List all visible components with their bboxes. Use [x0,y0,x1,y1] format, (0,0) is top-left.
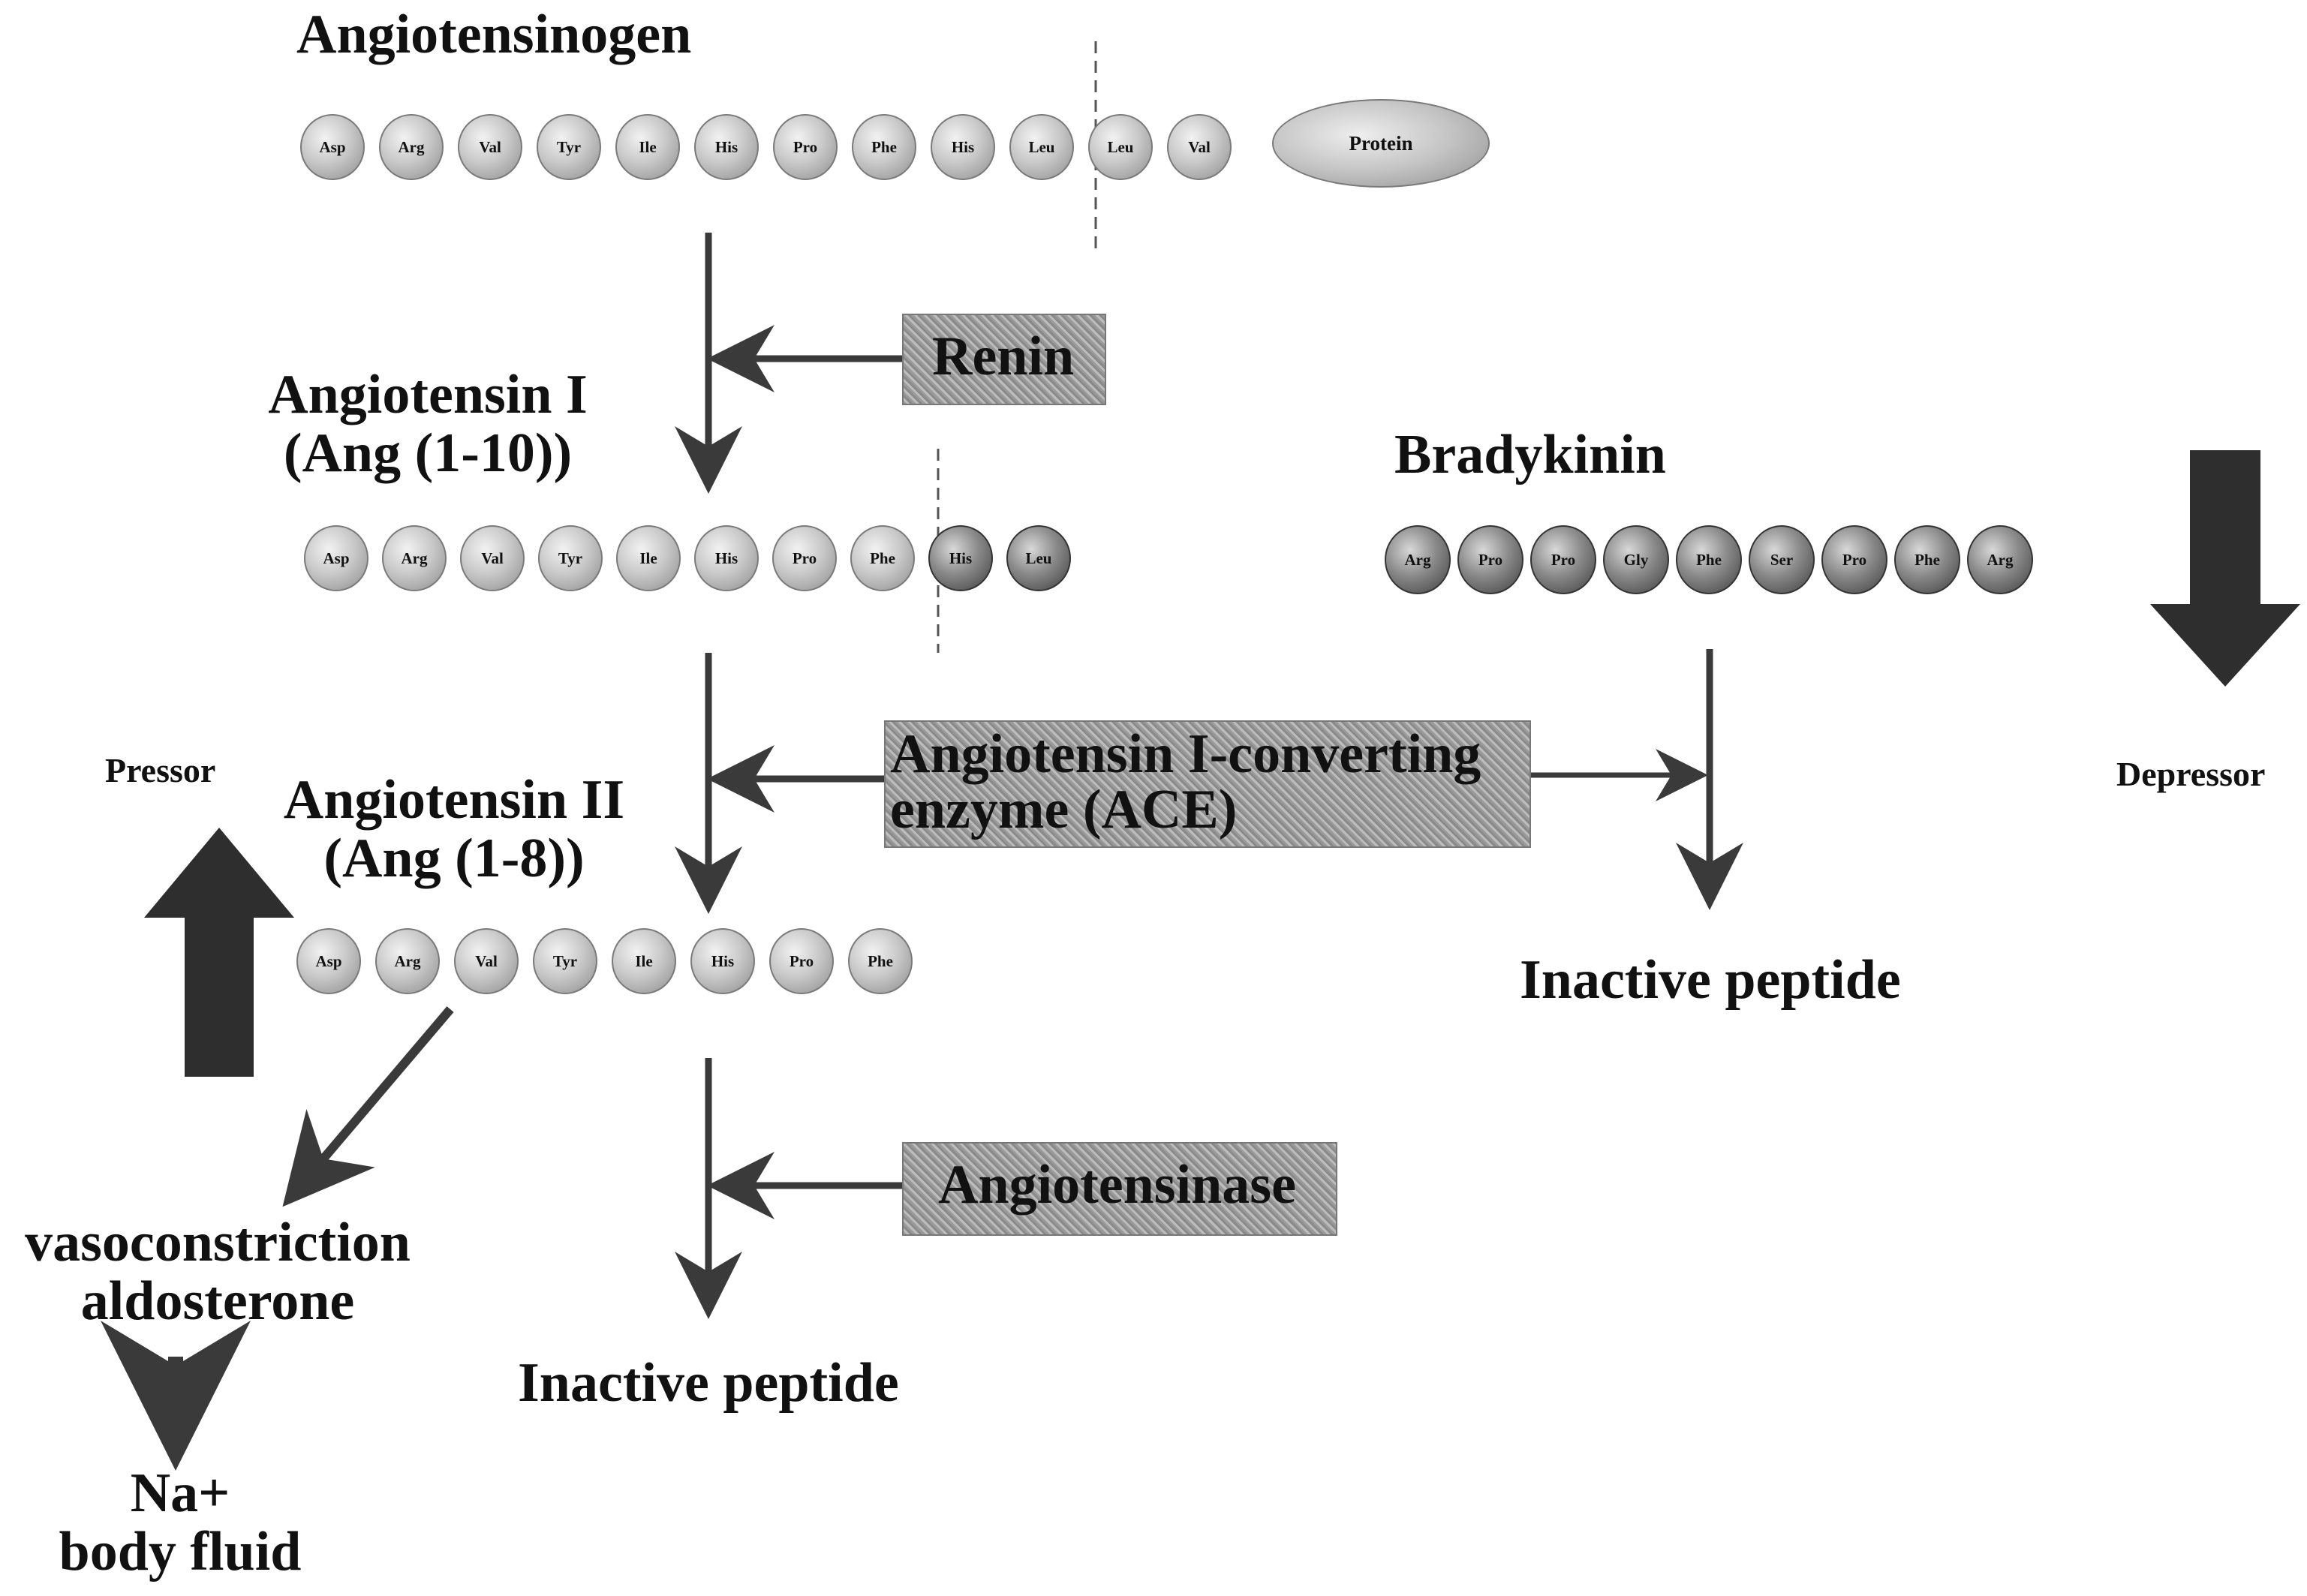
arrow-ang2-to-vasoconstriction [294,1009,450,1193]
angiotensin-2-title: Angiotensin II (Ang (1-8)) [274,771,634,888]
bradykinin-residue-4: Gly [1603,525,1669,594]
angiotensin-1-residue-3: Val [460,525,525,591]
bradykinin-residue-5: Phe [1676,525,1742,594]
pressor-up-arrow [144,828,294,1077]
angiotensinogen-residue-5: Ile [615,114,680,180]
angiotensinogen-residue-11: Leu [1088,114,1153,180]
depressor-label: Depressor [2116,756,2265,792]
angiotensinogen-residue-10: Leu [1009,114,1074,180]
depressor-down-arrow [2150,450,2300,687]
ace-label-line2: enzyme (ACE) [890,782,1529,837]
angiotensinase-box: Angiotensinase [902,1142,1337,1236]
bradykinin-residue-2: Pro [1457,525,1523,594]
vasoconstriction-label: vasoconstriction [0,1214,435,1273]
protein-ellipse: Protein [1272,99,1490,188]
angiotensin-1-residue-4: Tyr [538,525,603,591]
angiotensin-1-residue-8: Phe [850,525,915,591]
angiotensin-2-residue-4: Tyr [533,928,597,994]
bradykinin-residue-8: Phe [1894,525,1960,594]
angiotensin-1-residue-10: Leu [1006,525,1071,591]
angiotensin-1-residue-1: Asp [304,525,368,591]
angiotensinogen-residue-6: His [694,114,759,180]
bradykinin-residue-7: Pro [1821,525,1887,594]
effects-label: vasoconstriction aldosterone [0,1214,435,1330]
ace-label-line1: Angiotensin I-converting [890,726,1529,782]
angiotensin-2-residue-8: Phe [848,928,913,994]
bradykinin-residue-9: Arg [1967,525,2033,594]
pressor-label: Pressor [105,753,215,789]
angiotensin-2-residue-1: Asp [296,928,361,994]
angiotensin-2-range: (Ang (1-8)) [274,830,634,888]
ace-box: Angiotensin I-converting enzyme (ACE) [884,720,1531,848]
angiotensin-2-residue-3: Val [454,928,519,994]
renin-box: Renin [902,314,1106,405]
body-fluid-label: body fluid [30,1523,330,1582]
angiotensinogen-residue-4: Tyr [537,114,601,180]
bradykinin-residue-1: Arg [1385,525,1451,594]
angiotensin-2-residue-7: Pro [769,928,834,994]
angiotensinogen-residue-12: Val [1167,114,1232,180]
angiotensin-2-residue-2: Arg [375,928,440,994]
angiotensinogen-residue-3: Val [458,114,522,180]
angiotensinogen-residue-8: Phe [852,114,916,180]
angiotensin-2-residue-6: His [690,928,755,994]
angiotensinogen-residue-9: His [931,114,995,180]
angiotensin-2-residue-5: Ile [612,928,676,994]
angiotensin-1-residue-5: Ile [616,525,681,591]
inactive-peptide-right: Inactive peptide [1520,951,1901,1010]
angiotensin-1-title: Angiotensin I (Ang (1-10)) [248,366,608,482]
angiotensin-1-residue-2: Arg [382,525,447,591]
angiotensinogen-residue-2: Arg [379,114,444,180]
angiotensin-1-residue-6: His [694,525,759,591]
angiotensin-1-name: Angiotensin I [248,366,608,425]
sodium-body-fluid-label: Na+ body fluid [30,1465,330,1581]
renin-label: Renin [932,326,1074,387]
sodium-label: Na+ [30,1465,330,1523]
angiotensin-2-name: Angiotensin II [274,771,634,830]
angiotensin-1-residue-7: Pro [772,525,837,591]
angiotensinogen-residue-7: Pro [773,114,838,180]
angiotensin-1-range: (Ang (1-10)) [248,425,608,483]
inactive-peptide-left: Inactive peptide [518,1354,899,1413]
bradykinin-residue-3: Pro [1530,525,1596,594]
bradykinin-residue-6: Ser [1749,525,1815,594]
bradykinin-title: Bradykinin [1394,426,1666,485]
angiotensin-1-residue-9: His [928,525,993,591]
angiotensinogen-residue-1: Asp [300,114,365,180]
aldosterone-label: aldosterone [0,1273,435,1331]
angiotensinogen-title: Angiotensinogen [296,6,691,65]
angiotensinase-label: Angiotensinase [938,1154,1296,1216]
protein-label: Protein [1349,132,1413,155]
